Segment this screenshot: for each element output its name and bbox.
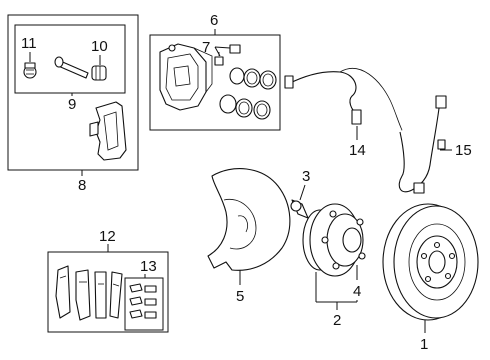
group-box-9	[14, 24, 126, 94]
callout-3: 3	[302, 168, 310, 185]
group-box-8	[7, 14, 139, 171]
leader-3	[299, 184, 306, 201]
caliper-part-6	[159, 43, 213, 111]
hub-bearing-part-2	[302, 203, 366, 277]
callout-1: 1	[420, 336, 428, 353]
callout-9: 9	[68, 96, 76, 113]
callout-5: 5	[236, 288, 244, 305]
piston-seals	[219, 67, 277, 120]
guide-pin-part-10	[54, 56, 107, 81]
leader-7b	[214, 46, 221, 57]
callout-6: 6	[210, 12, 218, 29]
brake-rotor-part-1	[382, 203, 479, 321]
wear-sensor-part-14	[284, 67, 405, 135]
bolt-part-11	[23, 62, 37, 79]
callout-14: 14	[349, 142, 366, 159]
bolt-part-3	[290, 199, 309, 219]
group-box-13	[124, 277, 164, 331]
callout-13: 13	[140, 258, 157, 275]
callout-11: 11	[21, 35, 37, 52]
brake-pads-part-12	[55, 265, 123, 321]
clip-hardware-part-13	[129, 283, 157, 319]
leader-7a	[214, 46, 231, 49]
dust-shield-part-5	[207, 168, 291, 271]
bleeder-part-7	[214, 44, 241, 66]
speed-sensor-part-15	[398, 95, 447, 194]
callout-8: 8	[78, 177, 86, 194]
callout-2: 2	[333, 312, 341, 329]
callout-7: 7	[202, 39, 210, 56]
callout-12: 12	[99, 228, 116, 245]
callout-4: 4	[353, 283, 361, 300]
callout-10: 10	[91, 38, 108, 55]
caliper-bracket-part	[89, 101, 127, 161]
callout-15: 15	[455, 142, 472, 159]
